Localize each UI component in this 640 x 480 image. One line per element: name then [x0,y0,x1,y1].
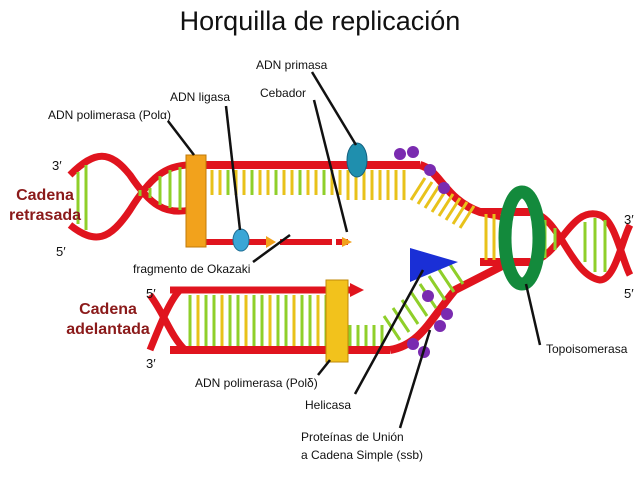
label-proteinas-union-2: a Cadena Simple (ssb) [301,448,424,462]
label-adn-polimerasa-delta: ADN polimerasa (Polδ) [195,376,318,390]
leading-rung [427,275,447,301]
lagging-rung [458,205,476,229]
lagging-rung [444,197,462,221]
lagging-rung [423,185,441,209]
label-cadena-adelantada: Cadena adelantada [58,300,158,340]
lagging-rung [451,201,469,225]
prime-bottom-left-3: 3′ [146,356,156,371]
label-cadena-adelantada-line2: adelantada [66,321,150,338]
lagging-rung [416,181,434,205]
dna-polymerase-alpha [185,154,207,248]
label-adn-primasa: ADN primasa [256,58,328,72]
prime-bottom-left-5: 5′ [146,286,156,301]
label-cadena-retrasada: Cadena retrasada [4,186,86,226]
lagging-rung [437,193,455,217]
label-adn-ligasa: ADN ligasa [170,90,231,104]
pointer-lines [167,71,542,429]
prime-top-left-5: 5′ [56,244,66,259]
label-cadena-adelantada-line1: Cadena [79,301,137,318]
leading-rung [391,307,411,333]
prime-top-left-3: 3′ [52,158,62,173]
label-cadena-retrasada-line1: Cadena [16,187,74,204]
helicase [410,248,458,282]
label-fragmento-okazaki: fragmento de Okazaki [133,262,251,276]
prime-right-3: 3′ [624,212,634,227]
label-cebador: Cebador [260,86,307,100]
prime-right-5: 5′ [624,286,634,301]
ssb-proteins [394,146,453,358]
diagram-title: Horquilla de replicación [179,6,461,36]
label-adn-polimerasa-alfa: ADN polimerasa (Polα) [48,108,171,122]
parental-helix [480,208,634,284]
dna-primase [346,142,368,178]
label-proteinas-union-1: Proteínas de Unión [301,430,404,444]
leading-rung [409,291,429,317]
dna-polymerase-delta [325,279,349,363]
label-topoisomerasa: Topoisomerasa [546,342,628,356]
label-cadena-retrasada-line2: retrasada [8,207,82,224]
label-helicasa: Helicasa [305,398,352,412]
leading-rung [436,267,456,293]
lagging-rung [409,177,427,201]
topoisomerase [498,185,546,291]
dna-ligase [232,228,250,252]
lagging-left-helix [67,152,191,241]
